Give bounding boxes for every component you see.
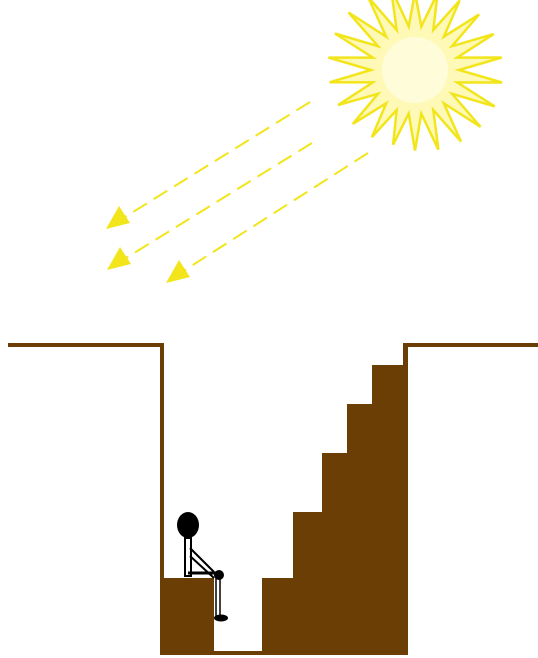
light-ray-arrow-1 [125, 102, 310, 217]
light-ray-arrowhead-2 [107, 247, 131, 270]
person-foot [214, 615, 228, 622]
ground-left-surface [8, 345, 162, 578]
light-ray-arrowhead-1 [106, 206, 130, 229]
left-ledge-block [160, 578, 214, 655]
pit-ground [8, 345, 538, 655]
light-ray-arrowhead-3 [166, 260, 190, 283]
sun-icon [328, 0, 502, 151]
person-head [177, 512, 199, 538]
light-ray-arrow-2 [126, 143, 312, 258]
ground-right-surface [405, 345, 538, 410]
light-ray-arrow-3 [185, 153, 368, 270]
light-rays [106, 102, 368, 283]
sun-core [382, 37, 448, 103]
staircase [262, 345, 408, 655]
